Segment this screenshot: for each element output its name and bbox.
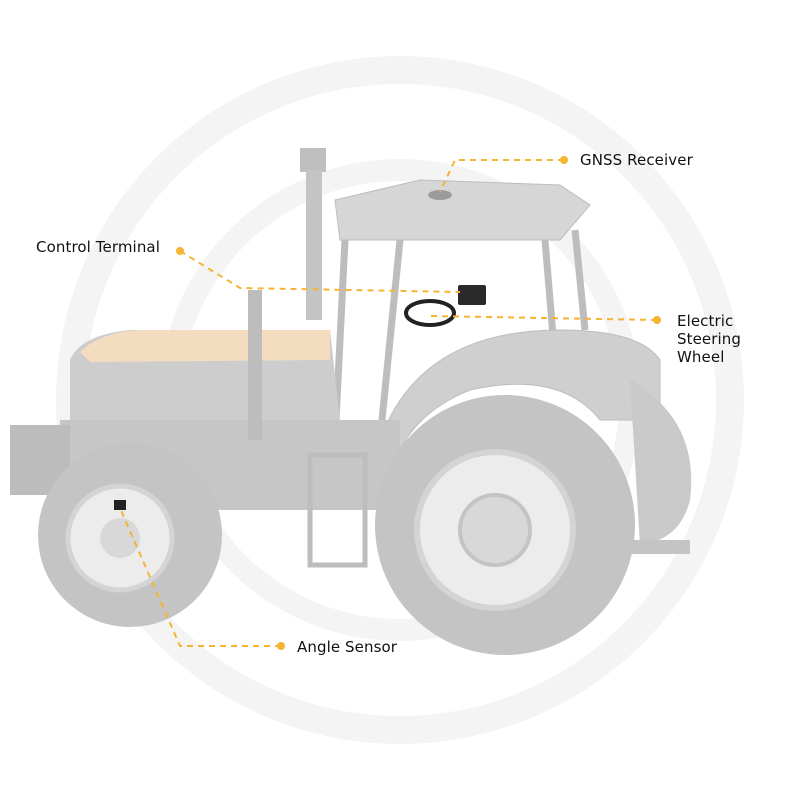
angle-sensor-leader-line bbox=[119, 507, 281, 647]
angle-sensor-device bbox=[114, 500, 126, 510]
gnss-leader-line bbox=[439, 159, 564, 193]
control-terminal-leader-line bbox=[179, 250, 461, 293]
gnss-receiver-label: GNSS Receiver bbox=[580, 151, 693, 169]
steering-label-line2: Wheel bbox=[677, 348, 725, 366]
gnss-receiver-device bbox=[428, 190, 452, 200]
control-terminal-label: Control Terminal bbox=[36, 238, 160, 256]
steering-leader-line bbox=[429, 315, 658, 321]
callout-lines bbox=[119, 159, 658, 647]
tractor-illustration bbox=[10, 148, 692, 655]
callout-dots bbox=[176, 156, 661, 650]
electric-steering-wheel-label: Electric Steering Wheel bbox=[677, 312, 800, 366]
control-terminal-device bbox=[458, 285, 486, 305]
angle-sensor-label: Angle Sensor bbox=[297, 638, 398, 656]
steering-wheel-device bbox=[404, 299, 456, 327]
steering-label-line1: Electric Steering bbox=[677, 312, 742, 348]
